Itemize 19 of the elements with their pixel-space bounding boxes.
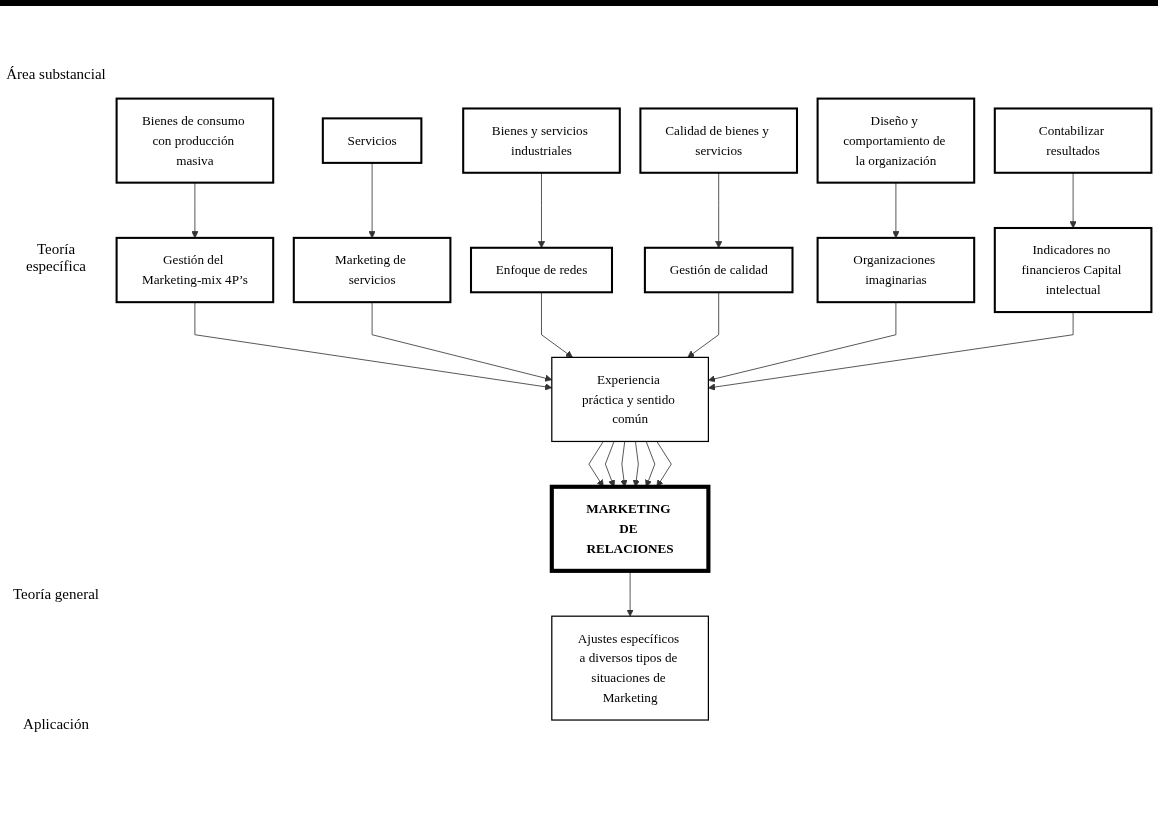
node-box: Bienes y servicios industriales — [462, 107, 621, 174]
row-label: Teoría general — [12, 586, 100, 603]
node-box: Servicios — [321, 117, 423, 165]
node-box: Contabilizar resultados — [993, 107, 1153, 174]
node-box: Diseño y comportamiento de la organización — [816, 97, 976, 184]
row-label: Teoría específica — [25, 241, 87, 275]
node-box: Marketing de servicios — [292, 237, 452, 304]
node-box: MARKETING DE RELACIONES — [549, 484, 711, 574]
node-box: Ajustes específicos a diversos tipos de situaciones de Marketing — [551, 615, 709, 721]
node-box: Indicadores no financieros Capital intelectual — [993, 227, 1153, 314]
node-box: Bienes de consumo con producción masiva — [115, 97, 275, 184]
node-box: Enfoque de redes — [469, 246, 613, 294]
node-box: Calidad de bienes y servicios — [639, 107, 799, 174]
row-label: Aplicación — [22, 716, 90, 733]
node-box: Experiencia práctica y sentido común — [551, 356, 709, 443]
node-box: Gestión de calidad — [643, 246, 794, 294]
node-box: Organizaciones imaginarias — [816, 237, 976, 304]
row-label: Área substancial — [6, 66, 106, 83]
node-box: Gestión del Marketing-mix 4P’s — [115, 237, 275, 304]
